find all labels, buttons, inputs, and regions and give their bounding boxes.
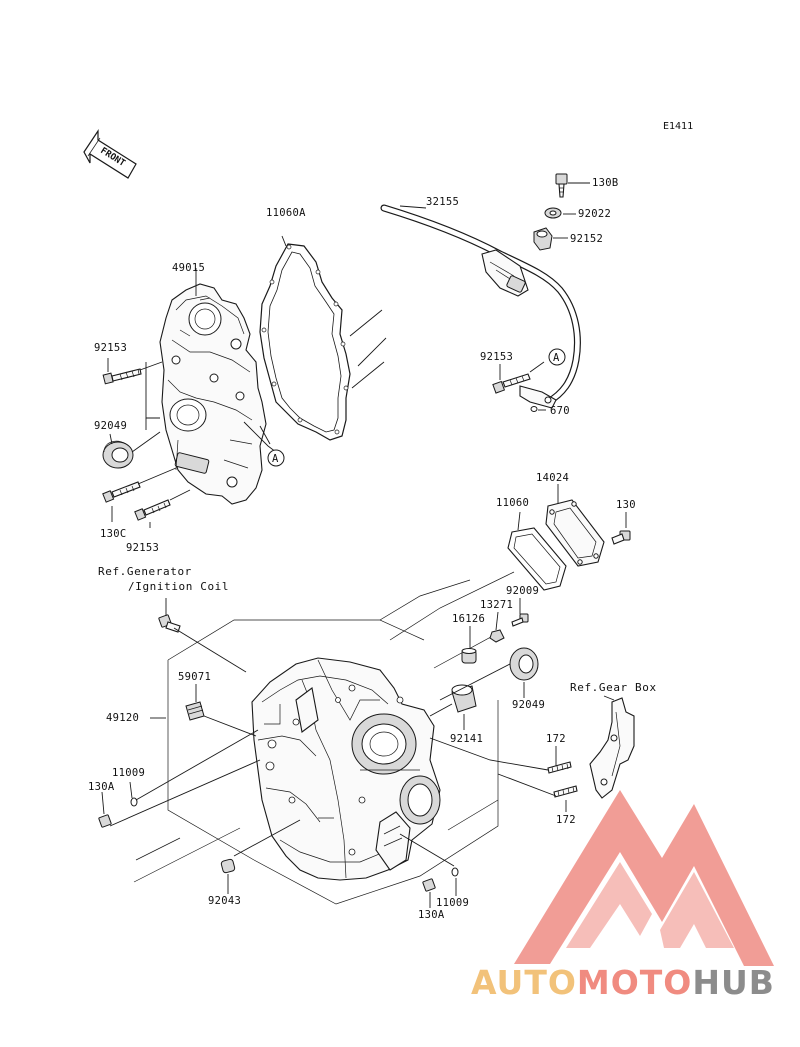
label-92153-b: 92153 [126,542,159,554]
label-92141: 92141 [450,733,483,745]
crankcase-49120 [251,657,441,881]
label-32155: 32155 [426,196,459,208]
label-670: 670 [550,405,570,417]
label-11009-a: 11009 [112,767,145,779]
label-92152: 92152 [570,233,603,245]
washer-11009-lower-icon [451,867,459,877]
label-172-b: 172 [556,814,576,826]
clip-670-icon [530,406,538,412]
washer-92022-icon [544,207,562,219]
diagram-code: E1411 [663,121,693,132]
part-labels: 130B 92022 32155 92152 11060A 49015 9215… [88,177,636,921]
oil-seal-92049-lower-icon [509,647,539,681]
stud-172-upper-icon [547,761,572,774]
label-16126: 16126 [452,613,485,625]
grommet-92152-icon [533,227,553,251]
label-172-a: 172 [546,733,566,745]
ref-generator-line2: /Ignition Coil [128,580,229,593]
label-11060A: 11060A [266,207,306,219]
watermark-text: AUTOMOTOHUB [471,963,775,1002]
label-59071: 59071 [178,671,211,683]
svg-text:A: A [553,352,560,364]
stud-172-lower-icon [553,785,578,798]
upper-right-leaders [399,182,590,411]
label-130A-a: 130A [88,781,115,793]
bolt-130-icon [611,530,631,545]
label-130A-b: 130A [418,909,445,921]
bushing-92141-icon [451,684,477,713]
label-92043: 92043 [208,895,241,907]
label-92022: 92022 [578,208,611,220]
bolt-130B-icon [555,173,568,198]
breather-hose-32155 [380,204,581,409]
nut-13271-icon [489,629,505,643]
bolt-92153-lower-icon [134,499,171,521]
label-92049-b: 92049 [512,699,545,711]
bolt-92153-upper-icon [102,368,142,385]
label-130B: 130B [592,177,619,189]
label-130C: 130C [100,528,127,540]
bolt-92009-icon [511,613,529,627]
label-92153-c: 92153 [480,351,513,363]
label-92153-a: 92153 [94,342,127,354]
label-49120: 49120 [106,712,139,724]
label-11060: 11060 [496,497,529,509]
gear-case-cover-49015 [159,283,267,505]
bolt-130C-icon [102,481,141,503]
gasket-11060A [259,243,351,441]
bolt-130A-lower-icon [422,878,436,892]
svg-text:A: A [272,453,279,465]
crankcase-frame-lines [133,571,515,905]
lower-leaders [101,598,615,908]
label-92049-a: 92049 [94,420,127,432]
upper-left-leaders [107,235,387,528]
dowel-92043-icon [220,858,236,874]
label-11009-b: 11009 [436,897,469,909]
ref-generator-line1: Ref.Generator [98,565,192,578]
plug-59071-icon [185,701,205,721]
label-49015: 49015 [172,262,205,274]
callout-a-upper: A [259,425,285,467]
label-92009: 92009 [506,585,539,597]
label-130: 130 [616,499,636,511]
bolt-130A-left-icon [98,814,112,828]
front-arrow-icon: FRONT [83,129,137,179]
gasket-11060 [507,527,567,591]
bolt-92153-right-icon [492,373,531,394]
label-14024: 14024 [536,472,569,484]
ref-gear-box: Ref.Gear Box [570,681,657,694]
dowel-16126-icon [461,648,477,664]
label-13271: 13271 [480,599,513,611]
callout-a-right: A [548,348,566,366]
bracket-ref-gear-box [589,697,635,799]
washer-11009-left-icon [130,797,138,807]
oil-seal-92049-upper-icon [102,440,134,469]
watermark-logo-icon [514,790,774,966]
mid-right-leaders [517,484,627,531]
cover-plate-14024 [545,499,605,567]
